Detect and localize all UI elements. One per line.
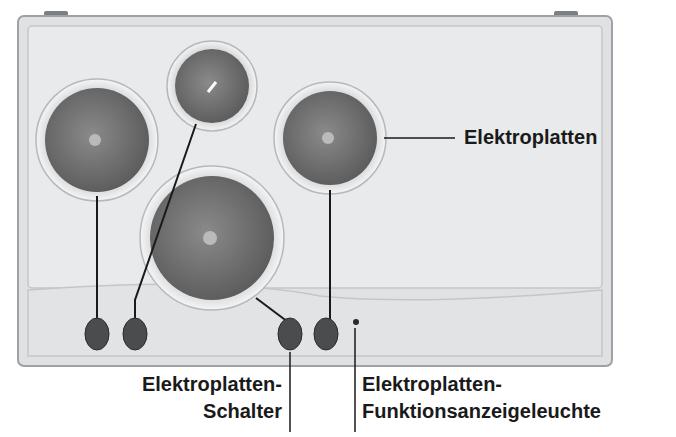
- callout-label: Elektroplatten- Schalter: [142, 371, 282, 425]
- cooktop-housing: [18, 16, 612, 366]
- top-burner: [167, 41, 257, 131]
- cooktop-surface: [28, 26, 602, 288]
- leader-line: [97, 124, 330, 322]
- control-knob: [85, 318, 338, 350]
- control-strip: [28, 284, 602, 356]
- callout-label: Elektroplatten: [464, 124, 597, 151]
- bottom-burner: [140, 166, 284, 310]
- callout-label: Elektroplatten- Funktionsanzeigeleuchte: [362, 371, 601, 425]
- right-burner: [274, 82, 386, 194]
- indicator-light: [353, 319, 359, 325]
- left-burner: [36, 79, 158, 201]
